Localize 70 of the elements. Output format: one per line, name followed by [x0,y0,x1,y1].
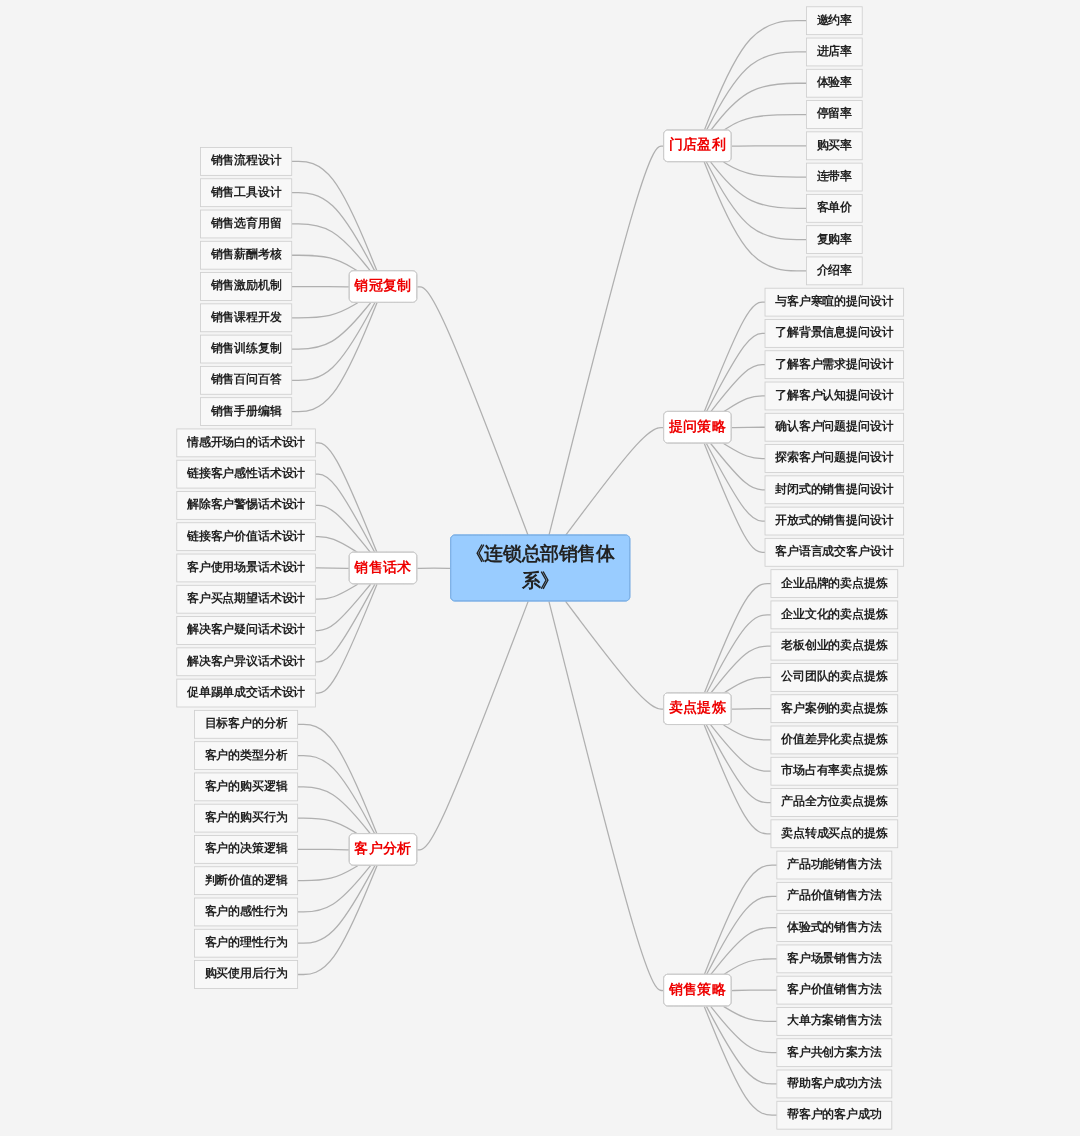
connector [722,113,807,132]
connector [709,82,807,132]
connector [730,426,766,429]
connector [705,332,766,413]
connector [314,504,371,554]
connector [722,395,766,413]
connector [703,864,778,976]
connector [314,536,359,554]
connector [416,567,452,570]
connector [314,583,378,694]
connector [314,473,376,554]
connector [703,20,807,132]
connector [709,724,772,772]
connector [730,989,778,992]
connector [709,1005,778,1054]
connector [705,51,807,132]
connector [705,442,766,522]
connector [296,865,378,976]
connector [564,427,665,537]
connector [290,302,378,413]
connector [703,583,772,694]
connector [730,145,807,147]
connector [290,302,371,350]
connector [722,676,772,694]
connector [703,161,807,272]
connector [314,567,351,570]
connector [290,192,376,272]
connector [314,442,378,554]
connector [709,364,766,413]
connector [703,442,766,553]
connector [290,302,376,381]
connector [722,1005,778,1023]
connector [548,145,665,537]
connector [290,160,378,272]
connector [290,285,351,288]
connector [290,302,359,319]
connector [705,161,807,241]
connector [296,865,371,913]
connector [416,600,529,851]
connector [709,645,772,694]
connector [703,301,766,413]
connector [722,724,772,741]
connector [296,848,351,851]
connector [705,1005,778,1085]
connector [709,442,766,491]
connector [564,600,665,710]
connector [314,583,359,600]
connector [314,583,371,632]
connector [296,865,376,944]
connector [722,161,807,178]
connector [705,895,778,976]
connector [705,614,772,694]
connector [290,223,371,272]
connector [296,723,378,835]
connector [314,583,376,663]
connector [296,755,376,835]
connector [709,161,807,209]
connector [548,600,665,992]
connector [705,724,772,804]
connector [290,254,359,272]
connector [703,1005,778,1116]
connector [722,958,778,976]
connector [416,286,529,537]
connector [296,817,359,835]
connector [722,442,766,460]
connector [296,786,371,835]
connector [703,724,772,835]
connector [296,865,359,882]
connector [709,927,778,976]
connector [730,708,772,710]
